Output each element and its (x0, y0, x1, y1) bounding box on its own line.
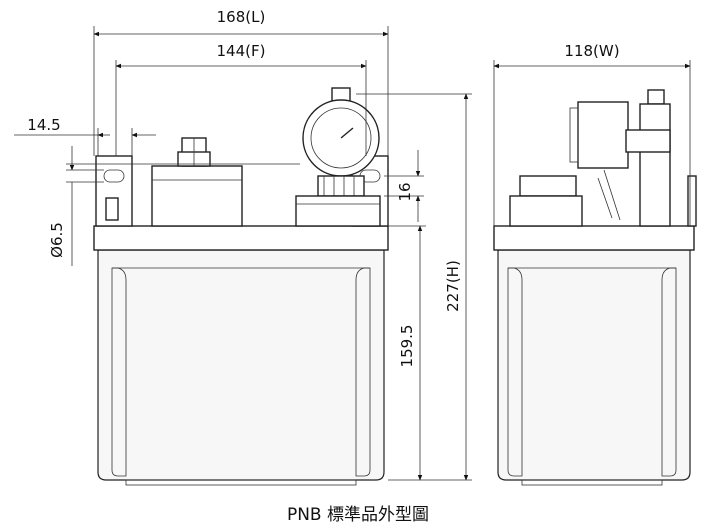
front-pump-block (295, 195, 381, 227)
front-motor-housing (151, 165, 243, 227)
dim-hole-dia-label: Ø6.5 (48, 222, 66, 258)
front-tank-inner-left (111, 267, 127, 477)
side-tank (497, 249, 691, 481)
dim-flange-label: 144(F) (217, 42, 266, 60)
front-view (66, 87, 389, 486)
dim-base-thickness-label: 16 (396, 182, 414, 201)
dimensions: 168(L) 144(F) 14.5 Ø6.5 16 159.5 (14, 8, 691, 481)
dim-width-label: 118(W) (564, 42, 619, 60)
side-lid (493, 225, 695, 251)
side-view (493, 89, 697, 486)
dim-height-label: 227(H) (444, 260, 462, 312)
side-pressure-gauge (577, 101, 629, 169)
front-lid (93, 225, 389, 251)
dim-tank-height-label: 159.5 (398, 325, 416, 368)
drawing-caption: PNB 標準品外型圖 (287, 505, 429, 525)
dim-hole-offset-label: 14.5 (27, 116, 60, 134)
dim-length-label: 168(L) (217, 8, 266, 26)
side-pipe-column (639, 103, 671, 227)
front-tank-inner-right (355, 267, 371, 477)
front-tank (97, 249, 385, 481)
